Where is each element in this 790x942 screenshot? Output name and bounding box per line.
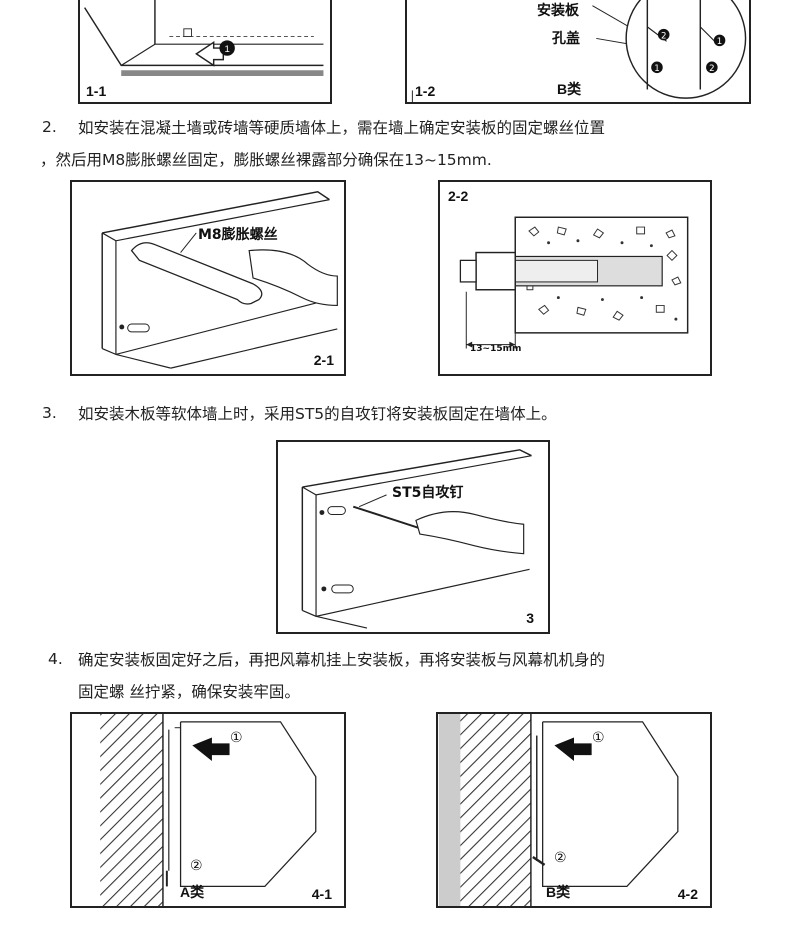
figure-3-drawing	[301, 449, 532, 629]
figure-label: 2-1	[313, 352, 334, 368]
dimension-label: 13~15mm	[470, 344, 522, 354]
figure-4-1-drawing	[100, 714, 317, 906]
svg-text:1: 1	[654, 64, 660, 74]
step-number: 4.	[48, 650, 63, 668]
svg-text:2: 2	[661, 31, 667, 41]
step-2-line-2: ，然后用M8膨胀螺丝固定，膨胀螺丝裸露部分确保在13~15mm.	[40, 151, 492, 169]
figure-3: ST5自攻钉 3	[276, 440, 550, 634]
step-number: 3.	[42, 404, 57, 422]
figure-label: 1-1	[86, 83, 107, 99]
step-number: 2.	[42, 118, 57, 136]
figure-2-2-drawing	[459, 216, 689, 349]
class-label: B类	[557, 81, 582, 97]
figure-2-1-drawing	[101, 191, 338, 369]
step-2-line-1: 如安装在混凝土墙或砖墙等硬质墙体上，需在墙上确定安装板的固定螺丝位置	[78, 119, 606, 137]
figure-label: 3	[526, 610, 534, 626]
marker-two: ②	[190, 858, 203, 874]
class-label: A类	[180, 884, 205, 900]
figure-4-2-drawing	[438, 714, 679, 906]
step-4-line-1: 确定安装板固定好之后，再把风幕机挂上安装板，再将安装板与风幕机机身的	[78, 651, 606, 669]
figure-1-1: 1 1-1	[78, 0, 332, 104]
callout-expansion-bolt: M8膨胀螺丝	[198, 227, 278, 243]
figure-4-1: ① ② A类 4-1	[70, 712, 346, 908]
callout-hole-cover: 孔盖	[552, 31, 580, 47]
marker-one: ①	[592, 730, 605, 746]
figure-1-2-drawing: 2 1 1 2	[411, 0, 747, 102]
figure-label: 1-2	[415, 83, 436, 99]
callout-self-tapping-screw: ST5自攻钉	[392, 485, 464, 501]
svg-text:1: 1	[717, 37, 723, 47]
callout-mounting-plate: 安装板	[537, 3, 579, 19]
figure-4-2: ① ② B类 4-2	[436, 712, 712, 908]
svg-text:2: 2	[709, 64, 715, 74]
figure-label: 4-2	[677, 886, 698, 902]
marker-two: ②	[554, 850, 567, 866]
figure-label: 4-1	[311, 886, 332, 902]
figure-2-1: M8膨胀螺丝 2-1	[70, 180, 346, 376]
figure-1-1-drawing: 1	[84, 0, 324, 76]
class-label: B类	[546, 884, 571, 900]
svg-text:1: 1	[224, 44, 229, 55]
figure-2-2: 2-2 13~15mm	[438, 180, 712, 376]
step-3-line-1: 如安装木板等软体墙上时，采用ST5的自攻钉将安装板固定在墙体上。	[78, 405, 557, 423]
step-4-line-2: 固定螺 丝拧紧，确保安装牢固。	[78, 683, 300, 701]
figure-label: 2-2	[448, 188, 469, 204]
figure-1-2: 2 1 1 2 安装板 孔盖 1-2 B类	[405, 0, 751, 104]
marker-one: ①	[230, 730, 243, 746]
